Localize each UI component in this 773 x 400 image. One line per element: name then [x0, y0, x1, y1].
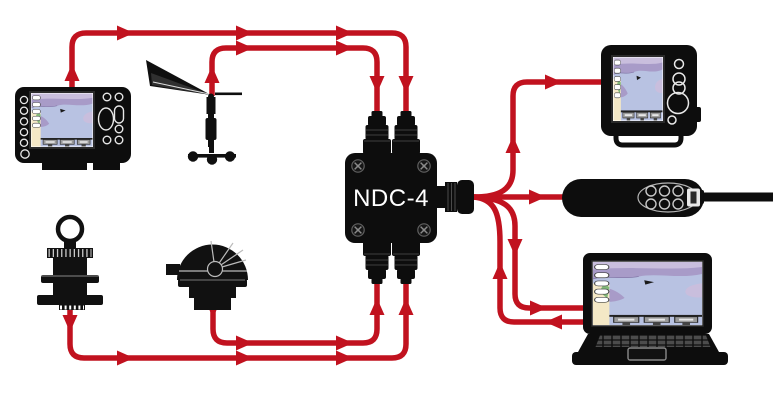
flow-arrowhead-icon: [62, 315, 78, 332]
flow-arrowhead-icon: [492, 262, 508, 279]
flow-arrowhead-icon: [236, 350, 253, 366]
chart-screen-map: [593, 262, 702, 325]
compass-card-lines: [179, 240, 247, 278]
compass-pedestal: [189, 287, 236, 298]
screw-icon: [351, 223, 365, 237]
vane-seam: [152, 81, 210, 95]
hub-enclosure: [345, 153, 437, 243]
flow-arrowhead-icon: [507, 239, 523, 256]
handheld-remote: [562, 179, 773, 217]
counterweight-rod: [215, 92, 242, 96]
hub-label: NDC-4: [353, 185, 429, 212]
cable-gland-right-port: [435, 180, 474, 214]
ndc4-multiplexer: NDC-4: [345, 110, 474, 285]
keyboard-icon: [595, 335, 711, 347]
transducer-flange: [41, 275, 99, 283]
flow-arrowhead-icon: [117, 25, 134, 41]
cable-gland-bottom-left: [362, 240, 392, 285]
transducer-teeth: [59, 305, 85, 310]
remote-cord: [700, 192, 773, 202]
screw-icon: [417, 159, 431, 173]
transducer-stem: [64, 239, 76, 248]
compass-base: [194, 298, 231, 310]
remote-display-window: [690, 191, 697, 204]
transducer-base: [37, 295, 103, 305]
flow-arrowhead-icon: [545, 74, 562, 90]
gps-display-top-right: [601, 45, 701, 148]
remote-buttons-icon: [645, 185, 684, 210]
screw-icon: [417, 223, 431, 237]
flow-arrowhead-icon: [336, 350, 353, 366]
sensor-shaft: [205, 118, 217, 140]
flow-arrowhead-icon: [236, 335, 253, 351]
flow-arrowhead-icon: [505, 136, 521, 153]
flow-arrowhead-icon: [204, 66, 220, 83]
flow-arrowhead-icon: [117, 350, 134, 366]
cable-compass-to-hub: [210, 278, 380, 346]
cable-gland-top-right: [391, 110, 421, 155]
sensor-shaft: [206, 97, 216, 114]
flow-arrowhead-icon: [336, 25, 353, 41]
flow-arrowhead-icon: [64, 64, 80, 81]
flow-arrowhead-icon: [530, 300, 547, 316]
keypad-buttons-icon: [666, 58, 690, 125]
keypad-buttons-icon: [97, 92, 125, 145]
transducer-body: [53, 283, 87, 297]
cable-windvane-to-hub: [209, 45, 380, 112]
flow-arrowhead-icon: [336, 335, 353, 351]
screw-icon: [351, 159, 365, 173]
cable-gland-top-left: [362, 110, 392, 155]
cable-gland-bottom-right: [391, 240, 421, 285]
flow-arrowhead-icon: [545, 314, 562, 330]
chart-screen-map: [31, 93, 93, 147]
mount-bracket: [93, 161, 120, 170]
flow-arrowhead-icon: [236, 25, 253, 41]
flow-arrowhead-icon: [529, 189, 546, 205]
transducer-body: [53, 258, 87, 277]
cable-hub-to-display: [473, 79, 601, 200]
flow-arrowhead-icon: [398, 298, 414, 315]
chart-screen-map: [613, 57, 663, 121]
laptop-computer: [572, 253, 728, 365]
anemometer-cup-icon: [187, 151, 199, 162]
depth-transducer: [37, 214, 103, 310]
softkey-buttons-icon: [19, 95, 30, 159]
compass-sensor: [166, 240, 248, 310]
anemometer-cup-icon: [224, 151, 236, 162]
flow-arrowhead-icon: [398, 76, 414, 93]
mount-bracket: [42, 161, 87, 170]
mount-bracket: [613, 131, 684, 148]
flow-arrowhead-icon: [236, 40, 253, 56]
wind-vane-sensor: [146, 60, 242, 165]
side-knob: [166, 264, 180, 275]
compass-collar: [178, 279, 247, 287]
chartplotter-top-left: [15, 87, 131, 170]
flow-arrowhead-icon: [336, 40, 353, 56]
cable-hub-to-laptop: [473, 194, 589, 311]
vane-fin-facet: [151, 73, 211, 95]
flow-arrowhead-icon: [369, 298, 385, 315]
pull-ring-icon: [55, 214, 85, 244]
sensor-shaft: [209, 147, 214, 153]
sensor-shaft: [208, 140, 214, 147]
anemometer-cup-icon: [206, 154, 218, 165]
trackpad: [627, 347, 667, 361]
flow-arrowhead-icon: [369, 76, 385, 93]
sensor-shaft: [208, 114, 214, 118]
cable-layer: [62, 25, 601, 366]
